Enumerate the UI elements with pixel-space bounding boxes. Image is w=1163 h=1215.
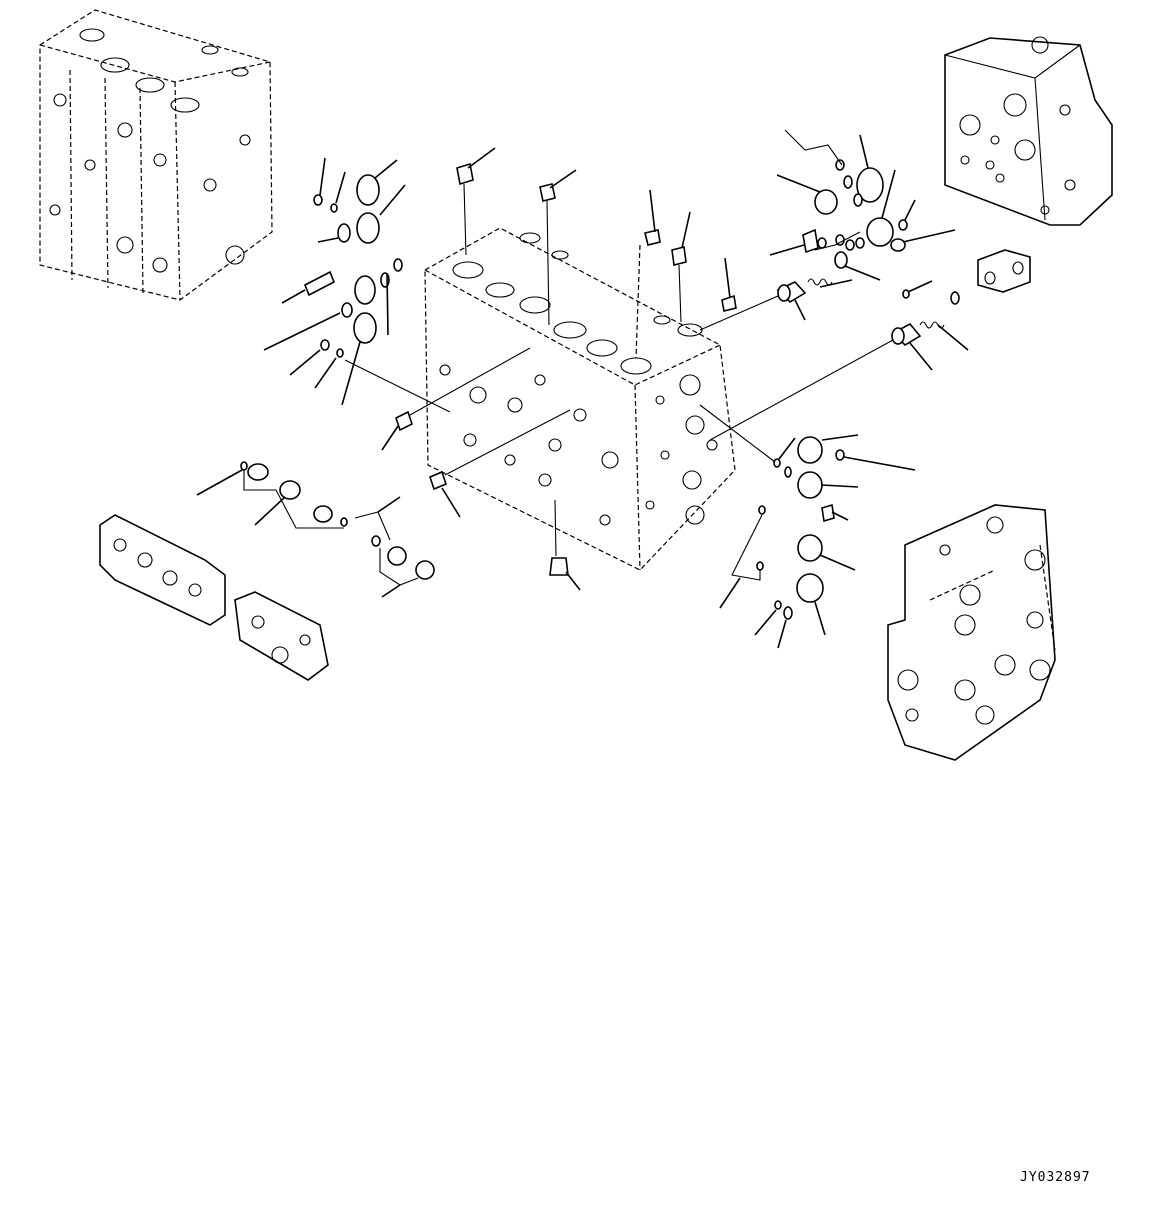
o-ring-right-lower — [699, 404, 916, 649]
reference-valve-top-right — [944, 36, 1113, 226]
spool-upper — [699, 278, 853, 331]
reference-valve-top-left — [39, 9, 273, 301]
o-ring-left-cluster — [263, 157, 451, 413]
plug-top-3 — [635, 189, 661, 359]
plug-top-1 — [456, 147, 496, 256]
plug-top-5 — [721, 257, 737, 312]
plug-top-2 — [539, 169, 577, 326]
plug-top-4 — [671, 211, 691, 323]
reference-manifold-bottom-left — [99, 514, 329, 681]
exploded-parts — [196, 129, 1031, 649]
drawing-code: JY032897 — [1020, 1170, 1091, 1185]
spool-lower — [709, 321, 969, 441]
reference-valve-bottom-right — [887, 504, 1056, 761]
plug-left-2 — [429, 409, 571, 518]
o-ring-top-right-cluster — [769, 129, 956, 281]
main-valve-body — [424, 227, 736, 571]
o-ring-bottom-left-chain — [196, 461, 435, 598]
cap-small-right — [902, 249, 1031, 305]
plug-left-1 — [381, 347, 531, 451]
plug-bottom — [549, 499, 581, 591]
